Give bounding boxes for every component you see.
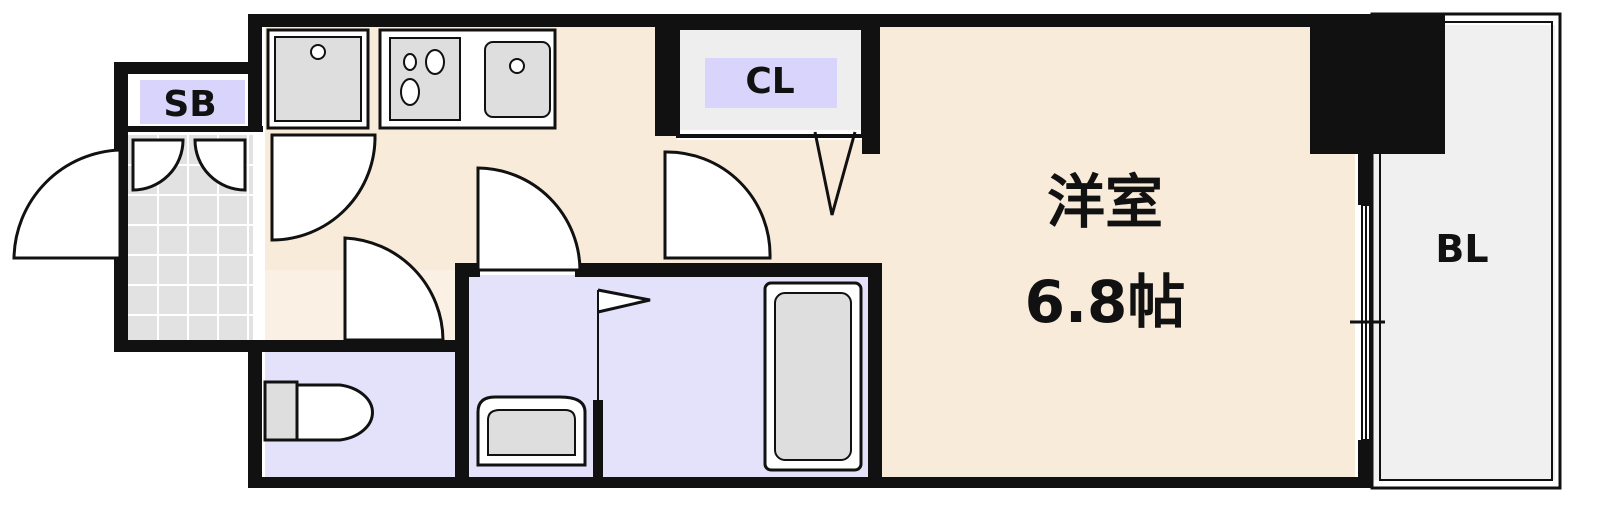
bathroom-folding-door[interactable] [597, 288, 651, 314]
entrance-door[interactable] [12, 148, 122, 260]
main-room-name: 洋室 [1047, 168, 1163, 236]
shoe-box-door-left[interactable] [131, 138, 185, 192]
closet-label-bg [705, 58, 837, 108]
bathtub-fixture [763, 281, 863, 472]
balcony [1370, 12, 1562, 490]
main-room-size: 6.8帖 [1025, 268, 1186, 336]
hall-door[interactable] [270, 133, 377, 242]
closet-label: CL [745, 61, 794, 102]
stove-burner-icon [400, 49, 445, 106]
shoe-box-label: SB [163, 84, 216, 125]
stove-counter [378, 28, 557, 130]
shoe-box-label-bg [140, 80, 245, 124]
balcony-label: BL [1435, 227, 1488, 271]
balcony-sliding-window [1350, 204, 1385, 441]
washbasin-fixture [476, 395, 587, 467]
doors [12, 133, 772, 342]
shoe-box-door-right[interactable] [193, 138, 247, 192]
closet-frame [676, 26, 865, 138]
toilet-fixture [263, 380, 374, 442]
refrigerator [266, 28, 370, 130]
main-room-floor [880, 25, 1355, 480]
washroom-door[interactable] [476, 166, 582, 272]
sink-icon [484, 41, 551, 118]
toilet-door[interactable] [343, 236, 445, 342]
closet-folding-door[interactable] [813, 131, 857, 216]
main-room-door[interactable] [663, 150, 772, 260]
